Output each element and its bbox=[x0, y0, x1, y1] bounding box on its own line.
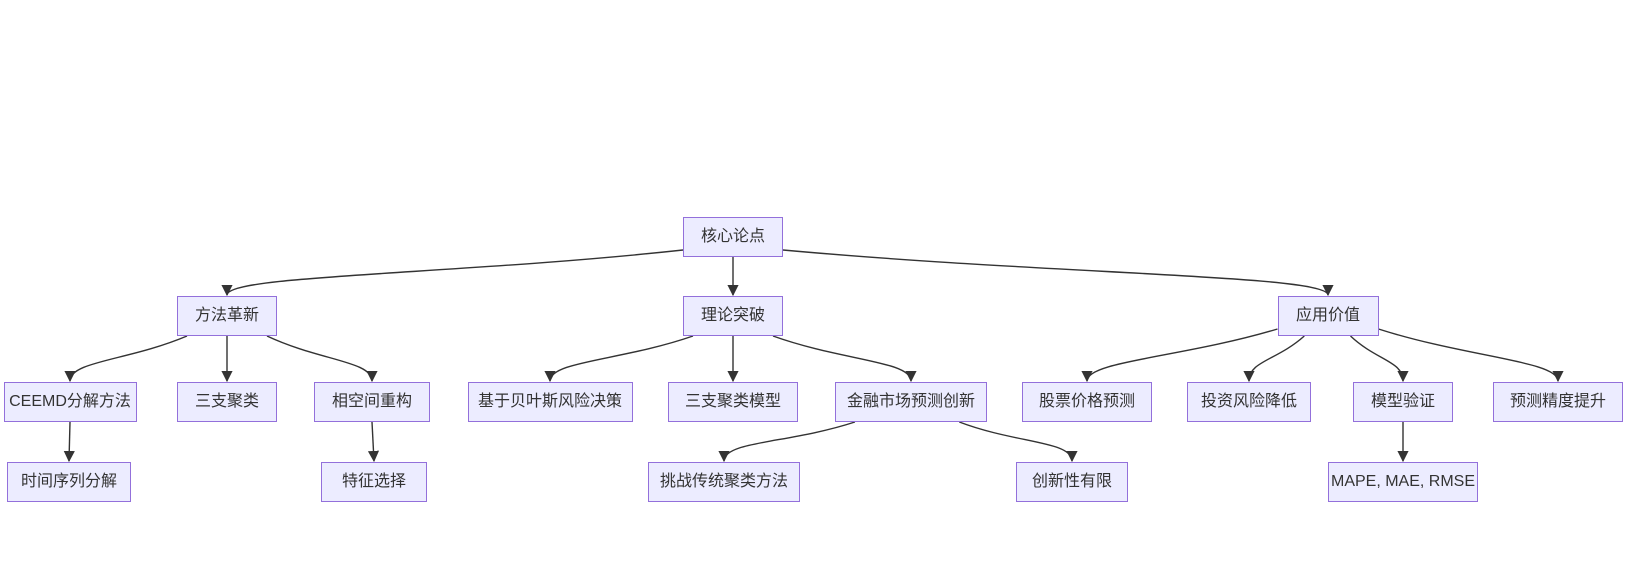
edge-method-phase bbox=[266, 335, 378, 383]
edge-theory-bayes bbox=[544, 335, 694, 383]
edge-value-validate bbox=[1350, 335, 1409, 383]
node-twcmodel: 三支聚类模型 bbox=[668, 382, 798, 422]
node-validate: 模型验证 bbox=[1353, 382, 1453, 422]
edge-value-stock bbox=[1081, 328, 1278, 383]
node-bayes: 基于贝叶斯风险决策 bbox=[467, 382, 633, 422]
node-ceemd: CEEMD分解方法 bbox=[3, 382, 137, 422]
edge-root-value bbox=[782, 249, 1334, 297]
edge-phase-feature bbox=[367, 421, 380, 463]
edge-finance-challenge bbox=[718, 421, 856, 463]
edge-finance-limited bbox=[959, 421, 1078, 463]
edge-value-accuracy bbox=[1378, 328, 1564, 383]
node-theory: 理论突破 bbox=[683, 296, 783, 336]
node-challenge: 挑战传统聚类方法 bbox=[648, 462, 800, 502]
node-value: 应用价值 bbox=[1277, 296, 1379, 336]
node-metrics: MAPE, MAE, RMSE bbox=[1328, 462, 1478, 502]
node-stock: 股票价格预测 bbox=[1022, 382, 1152, 422]
node-method: 方法革新 bbox=[177, 296, 277, 336]
node-phase: 相空间重构 bbox=[314, 382, 430, 422]
node-accuracy: 预测精度提升 bbox=[1493, 382, 1623, 422]
edge-root-method bbox=[221, 249, 684, 297]
node-finance: 金融市场预测创新 bbox=[835, 382, 987, 422]
edge-value-risk bbox=[1243, 335, 1305, 383]
node-threeway: 三支聚类 bbox=[177, 382, 277, 422]
node-timeseries: 时间序列分解 bbox=[7, 462, 131, 502]
node-risk: 投资风险降低 bbox=[1187, 382, 1311, 422]
edge-theory-finance bbox=[772, 335, 917, 383]
node-root: 核心论点 bbox=[683, 217, 783, 257]
edge-method-ceemd bbox=[64, 335, 188, 383]
edge-ceemd-timeseries bbox=[63, 421, 75, 463]
node-limited: 创新性有限 bbox=[1016, 462, 1128, 502]
node-feature: 特征选择 bbox=[321, 462, 427, 502]
